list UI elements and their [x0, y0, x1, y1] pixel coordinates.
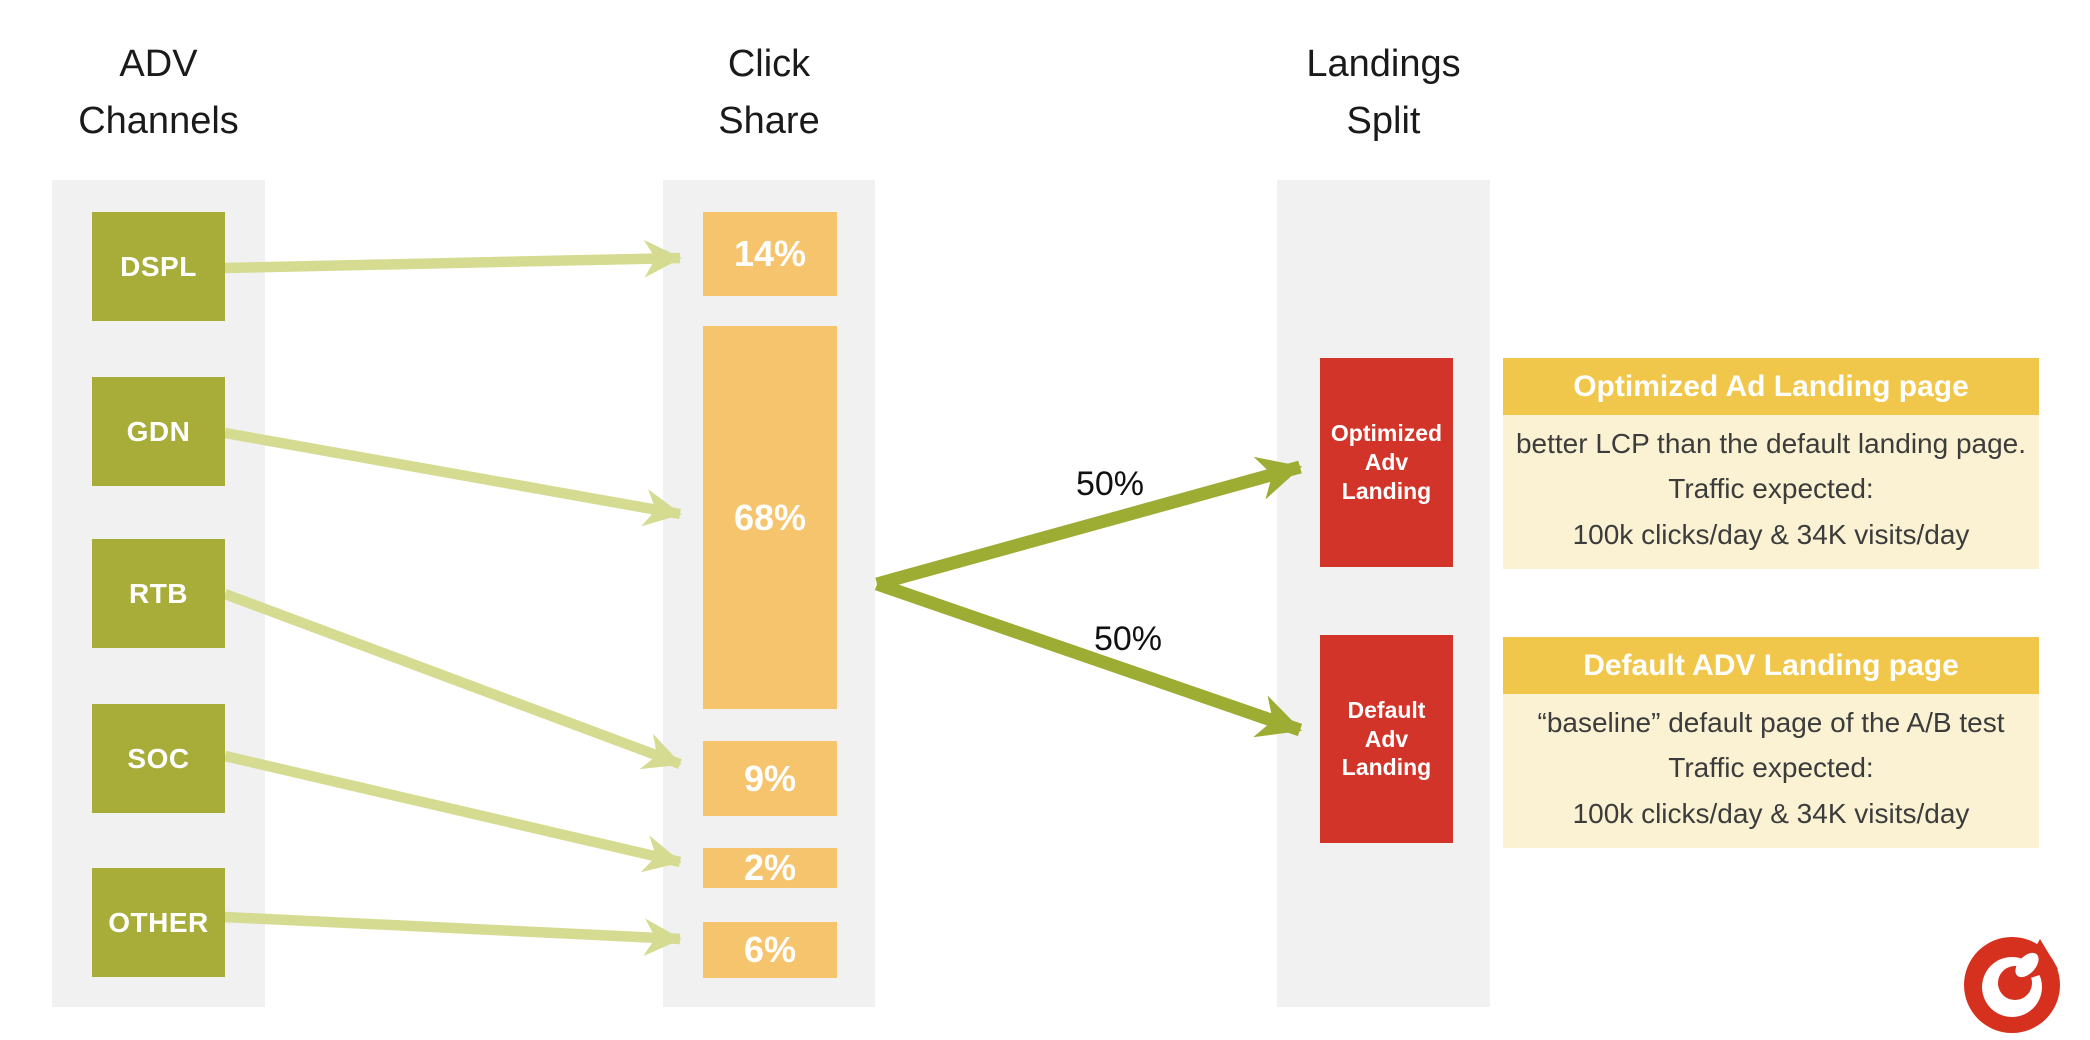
- landings-split-column-band: [1277, 180, 1490, 1007]
- optimized-adv-landing-box: Optimized Adv Landing: [1320, 358, 1453, 567]
- vodafone-logo-speechmark: [2015, 952, 2039, 978]
- channel-box-dspl: DSPL: [92, 212, 225, 321]
- arrow-rtb-to-9: [223, 589, 682, 770]
- share-box-14: 14%: [703, 212, 837, 296]
- arrow-gdn-to-68: [224, 427, 682, 527]
- share-box-6: 6%: [703, 922, 837, 978]
- share-box-9: 9%: [703, 741, 837, 816]
- share-box-2: 2%: [703, 847, 837, 888]
- channel-box-gdn: GDN: [92, 377, 225, 486]
- default-landing-card: Default ADV Landing page “baseline” defa…: [1503, 637, 2039, 849]
- channel-box-rtb: RTB: [92, 539, 225, 648]
- split-percent-lower: 50%: [1093, 620, 1163, 658]
- arrow-soc-to-2: [223, 750, 682, 873]
- click-share-column-title: Click Share: [718, 43, 820, 142]
- arrow-other-to-6: [224, 911, 682, 957]
- default-landing-card-title: Default ADV Landing page: [1503, 637, 2039, 694]
- split-percent-upper: 50%: [1075, 465, 1145, 503]
- share-box-68: 68%: [703, 326, 837, 709]
- optimized-landing-card: Optimized Ad Landing page better LCP tha…: [1503, 358, 2039, 570]
- optimized-landing-card-title: Optimized Ad Landing page: [1503, 358, 2039, 415]
- default-landing-card-body: “baseline” default page of the A/B test …: [1503, 694, 2039, 849]
- arrow-dspl-to-14: [224, 239, 682, 278]
- channel-box-other: OTHER: [92, 868, 225, 977]
- optimized-landing-card-body: better LCP than the default landing page…: [1503, 415, 2039, 570]
- channel-box-soc: SOC: [92, 704, 225, 813]
- default-adv-landing-box: Default Adv Landing: [1320, 635, 1453, 843]
- landings-split-column-title: Landings Split: [1306, 43, 1461, 142]
- channels-column-title: ADV Channels: [78, 43, 239, 142]
- vodafone-logo: [1964, 937, 2060, 1033]
